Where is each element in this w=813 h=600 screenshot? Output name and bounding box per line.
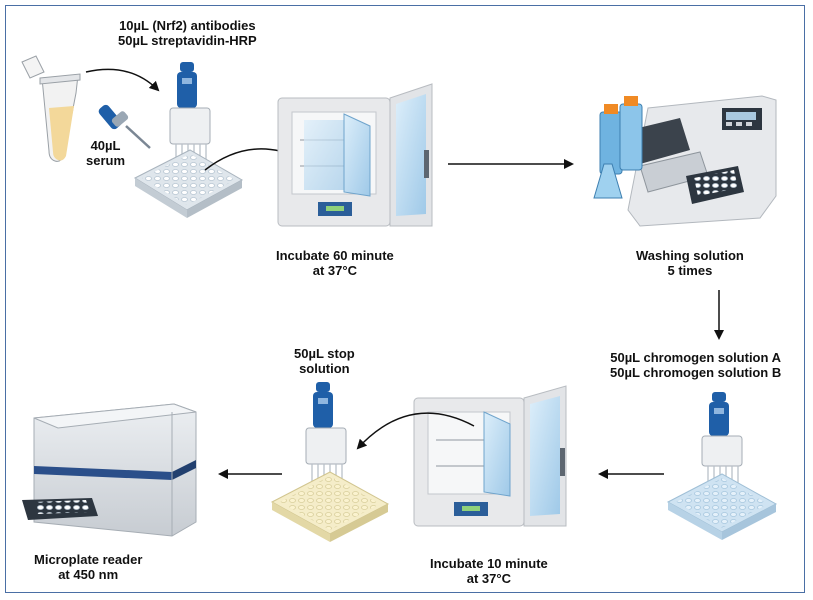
chromogen-line-2: 50µL chromogen solution B (610, 365, 782, 380)
arrow-tube-to-plate (85, 68, 160, 92)
plate-washer-icon (593, 95, 777, 227)
washing-line-2: 5 times (667, 263, 713, 278)
reader-line-1: Microplate reader (34, 552, 143, 567)
microcentrifuge-tube-icon (21, 55, 81, 162)
step1-reagent-label: 10µL (Nrf2) antibodies 50µL streptavidin… (118, 18, 257, 48)
incubate2-line-1: Incubate 10 minute (430, 556, 548, 571)
reagent-line-2: 50µL streptavidin-HRP (118, 33, 257, 48)
reader-line-2: at 450 nm (58, 567, 119, 582)
microplate-reader-icon (22, 403, 197, 537)
sample-line-2: serum (86, 153, 126, 168)
chromogen-line-1: 50µL chromogen solution A (610, 350, 781, 365)
step3-washing-label: Washing solution 5 times (636, 248, 744, 278)
pipette-icon (98, 104, 151, 149)
incubator-icon (277, 83, 433, 227)
step6-stop-label: 50µL stop solution (294, 346, 355, 376)
step5-incubate-label: Incubate 10 minute at 37°C (430, 556, 548, 586)
microplate-icon (133, 149, 244, 218)
multichannel-pipette-icon (305, 382, 347, 484)
sample-line-1: 40µL (90, 138, 121, 153)
microplate-icon (666, 473, 778, 540)
multichannel-pipette-icon (701, 392, 743, 484)
step4-chromogen-label: 50µL chromogen solution A 50µL chromogen… (610, 350, 781, 380)
incubate-line-2: at 37°C (312, 263, 357, 278)
incubator-icon (413, 385, 567, 527)
washing-line-1: Washing solution (636, 248, 744, 263)
arrow-incubator-to-stop (356, 412, 475, 450)
reagent-line-1: 10µL (Nrf2) antibodies (119, 18, 256, 33)
incubate2-line-2: at 37°C (466, 571, 511, 586)
multichannel-pipette-icon (169, 62, 211, 164)
microplate-icon (270, 471, 390, 542)
step2-incubate-label: Incubate 60 minute at 37°C (276, 248, 394, 278)
step1-sample-label: 40µL serum (86, 138, 125, 168)
stop-line-1: 50µL stop (294, 346, 355, 361)
step7-reader-label: Microplate reader at 450 nm (34, 552, 142, 582)
incubate-line-1: Incubate 60 minute (276, 248, 394, 263)
stop-line-2: solution (299, 361, 350, 376)
